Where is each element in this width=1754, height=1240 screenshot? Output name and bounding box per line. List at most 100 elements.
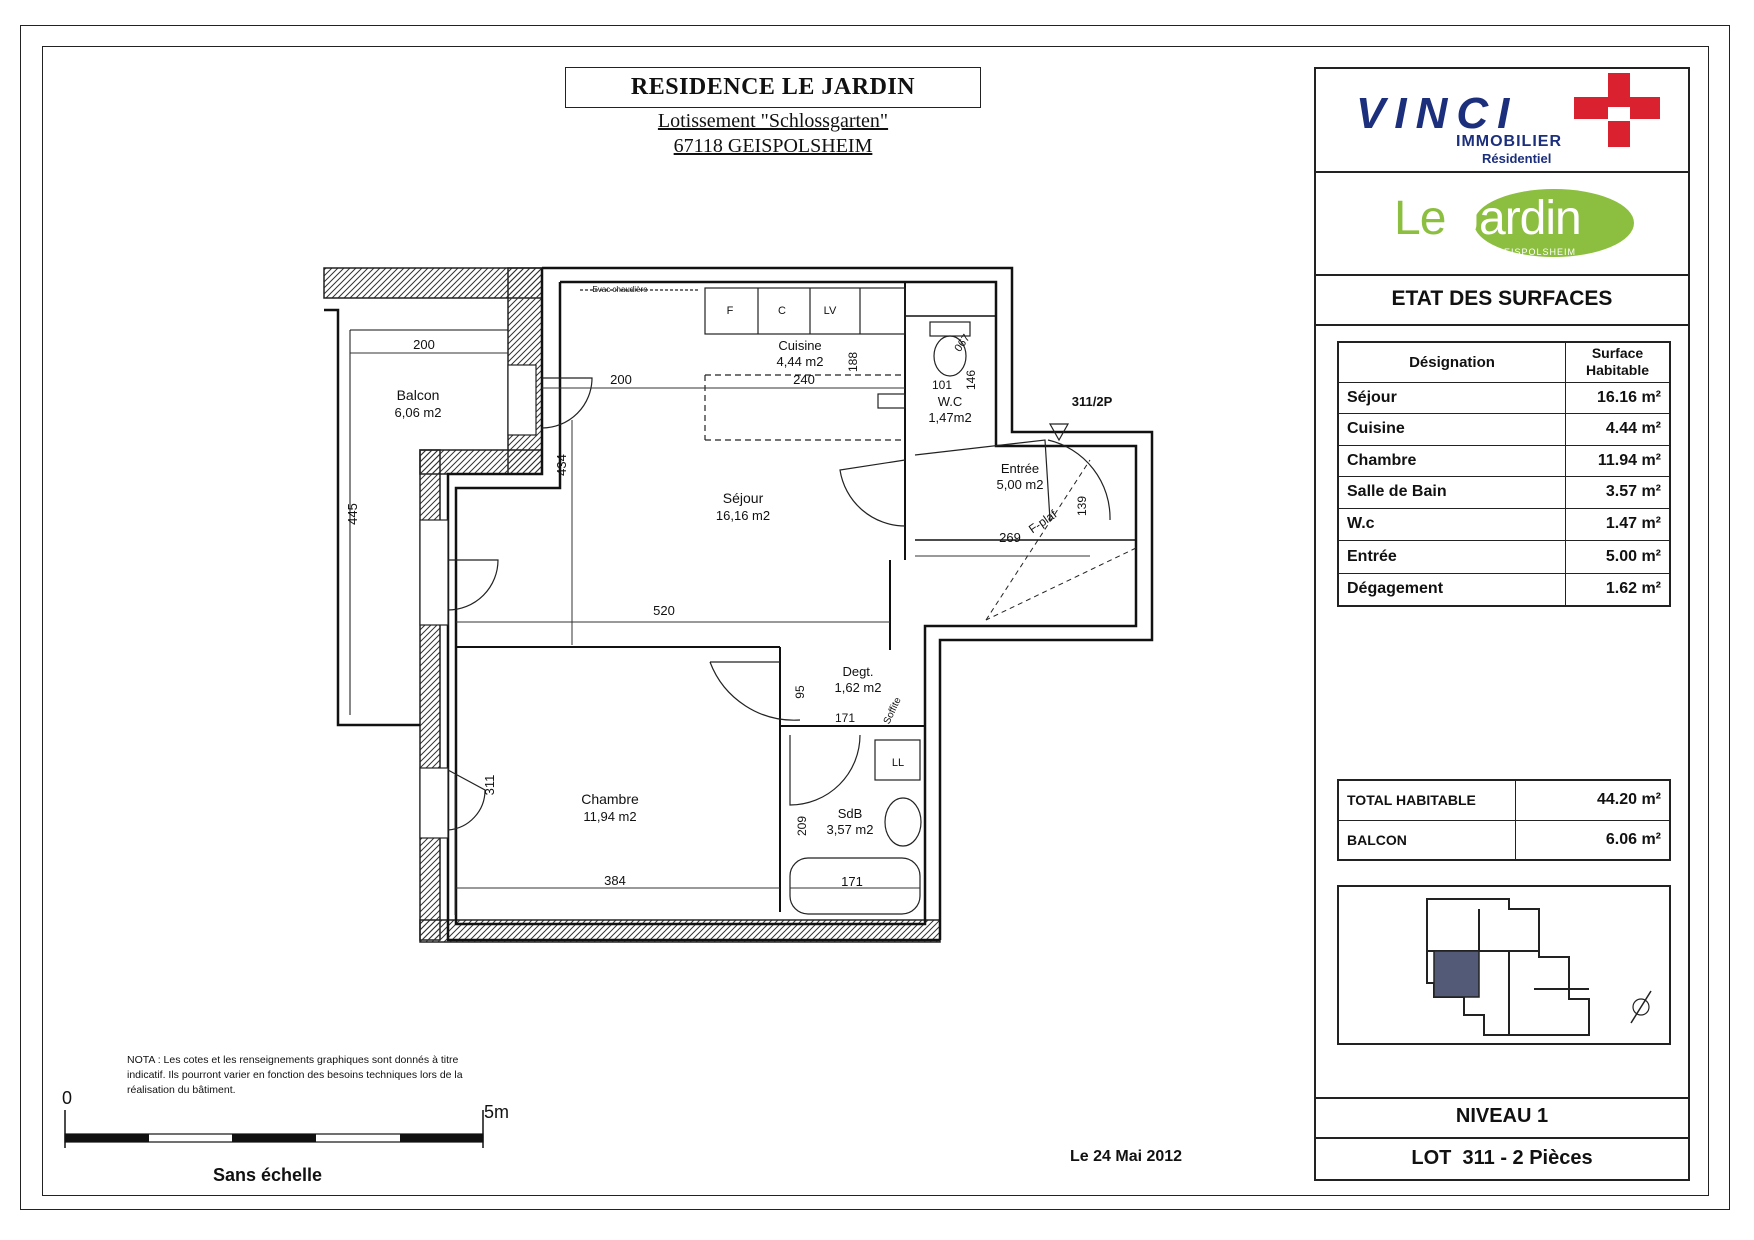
row-value: 1.47 m²: [1565, 507, 1671, 541]
le-jardin-le: Le: [1394, 192, 1446, 245]
subtitle-city: 67118 GEISPOLSHEIM: [673, 135, 873, 157]
row-value: 4.44 m²: [1565, 412, 1671, 446]
separator-2: [1316, 274, 1688, 276]
row-name: Cuisine: [1337, 412, 1566, 446]
room-sejour-name: Séjour: [723, 490, 764, 506]
dim-240: 240: [793, 372, 815, 387]
col-surface-line2: Habitable: [1585, 362, 1649, 379]
dim-200a: 200: [413, 337, 435, 352]
scale-end-label: 5m: [484, 1102, 510, 1122]
lot-label: LOT 311 - 2 Pièces: [1411, 1147, 1593, 1169]
total-label: TOTAL HABITABLE: [1337, 779, 1516, 821]
balcon-label: BALCON: [1337, 819, 1516, 861]
dim-146: 146: [964, 370, 978, 390]
inner-frame: [42, 46, 1709, 1196]
room-sejour-area: 16,16 m2: [716, 508, 770, 523]
fixture-lv: LV: [824, 305, 837, 317]
fixture-ll: LL: [892, 757, 904, 769]
row-name: Entrée: [1337, 539, 1566, 574]
dim-311: 311: [482, 775, 497, 796]
nota-text: NOTA : Les cotes et les renseignements g…: [127, 1054, 463, 1096]
dim-101: 101: [932, 378, 952, 392]
dimension-lines: [350, 352, 1090, 915]
le-jardin-swoosh-icon: [1474, 189, 1634, 257]
room-cuisine-area: 4,44 m2: [777, 354, 824, 369]
room-entree-area: 5,00 m2: [997, 477, 1044, 492]
fixture-soffite: Soffite: [882, 695, 904, 726]
row-value: 3.57 m²: [1565, 475, 1671, 509]
room-chambre-area: 11,94 m2: [583, 809, 636, 824]
row-value: 11.94 m²: [1565, 444, 1671, 477]
wc-toilet: [929, 321, 971, 377]
row-name: Dégagement: [1337, 572, 1566, 607]
room-sdb-area: 3,57 m2: [827, 822, 874, 837]
row-name: Chambre: [1337, 444, 1566, 477]
separator-1: [1316, 171, 1688, 173]
kitchen-counter: [580, 287, 906, 441]
fixture-c: C: [778, 305, 786, 317]
vinci-immobilier: IMMOBILIER: [1456, 133, 1562, 150]
col-surface-line1: Surface: [1591, 345, 1644, 362]
lot-tag: 311/2P: [1072, 394, 1113, 409]
dim-200b: 200: [610, 372, 632, 387]
dim-384: 384: [604, 873, 626, 888]
windows: [419, 364, 537, 839]
key-plan: [1337, 885, 1671, 1045]
totals-table: TOTAL HABITABLE 44.20 m² BALCON 6.06 m²: [1337, 779, 1671, 861]
subtitle-lotissement: Lotissement "Schlossgarten": [657, 110, 889, 132]
dim-520: 520: [653, 603, 675, 618]
room-chambre-name: Chambre: [581, 791, 639, 807]
apartment-walls: [324, 266, 1154, 942]
row-value: 16.16 m²: [1565, 381, 1671, 414]
fixture-fplaf: F-plaf: [1026, 507, 1060, 536]
col-designation: Désignation: [1337, 341, 1566, 383]
dimension-labels: 200 200 240 188 101 146 067 434 445 269 …: [345, 332, 1089, 889]
row-name: Séjour: [1337, 381, 1566, 414]
separator-5: [1316, 1137, 1688, 1139]
row-name: W.c: [1337, 507, 1566, 541]
col-surface: Surface Habitable: [1565, 341, 1671, 383]
dim-188: 188: [846, 352, 860, 372]
balcon-value: 6.06 m²: [1515, 819, 1671, 861]
door-swings: [447, 377, 1111, 831]
row-value: 1.62 m²: [1565, 572, 1671, 607]
plan-date: Le 24 Mai 2012: [1070, 1148, 1183, 1165]
room-degt-name: Degt.: [842, 664, 873, 679]
vinci-cross-icon: [1574, 73, 1660, 147]
outer-frame: [20, 25, 1730, 1210]
dim-269: 269: [999, 530, 1021, 545]
right-panel: VINCI IMMOBILIER Résidentiel Le Jardin G…: [1314, 67, 1690, 1181]
dim-434: 434: [554, 454, 569, 476]
fixture-evacuation: Evac chaudière: [592, 285, 648, 294]
dim-171b: 171: [841, 874, 863, 889]
key-plan-drawing: [1426, 898, 1652, 1036]
separator-3: [1316, 324, 1688, 326]
sans-echelle: Sans échelle: [213, 1165, 323, 1185]
dim-139: 139: [1075, 496, 1089, 516]
row-value: 5.00 m²: [1565, 539, 1671, 574]
dim-171a: 171: [835, 711, 855, 725]
vinci-wordmark: VINCI: [1356, 89, 1519, 138]
le-jardin-jardin: Jardin: [1456, 192, 1582, 245]
entry-diagonal: [985, 459, 1137, 621]
fixture-f: F: [727, 305, 734, 317]
room-degt-area: 1,62 m2: [835, 680, 882, 695]
entry-marker-icon: [1048, 423, 1070, 442]
dim-209: 209: [795, 816, 809, 836]
room-entree-name: Entrée: [1001, 461, 1039, 476]
room-balcon-name: Balcon: [397, 387, 440, 403]
row-name: Salle de Bain: [1337, 475, 1566, 509]
room-cuisine-name: Cuisine: [778, 338, 821, 353]
bathroom-fixtures: [789, 739, 922, 915]
room-balcon-area: 6,06 m2: [395, 405, 442, 420]
scale-bar: [64, 1110, 484, 1148]
